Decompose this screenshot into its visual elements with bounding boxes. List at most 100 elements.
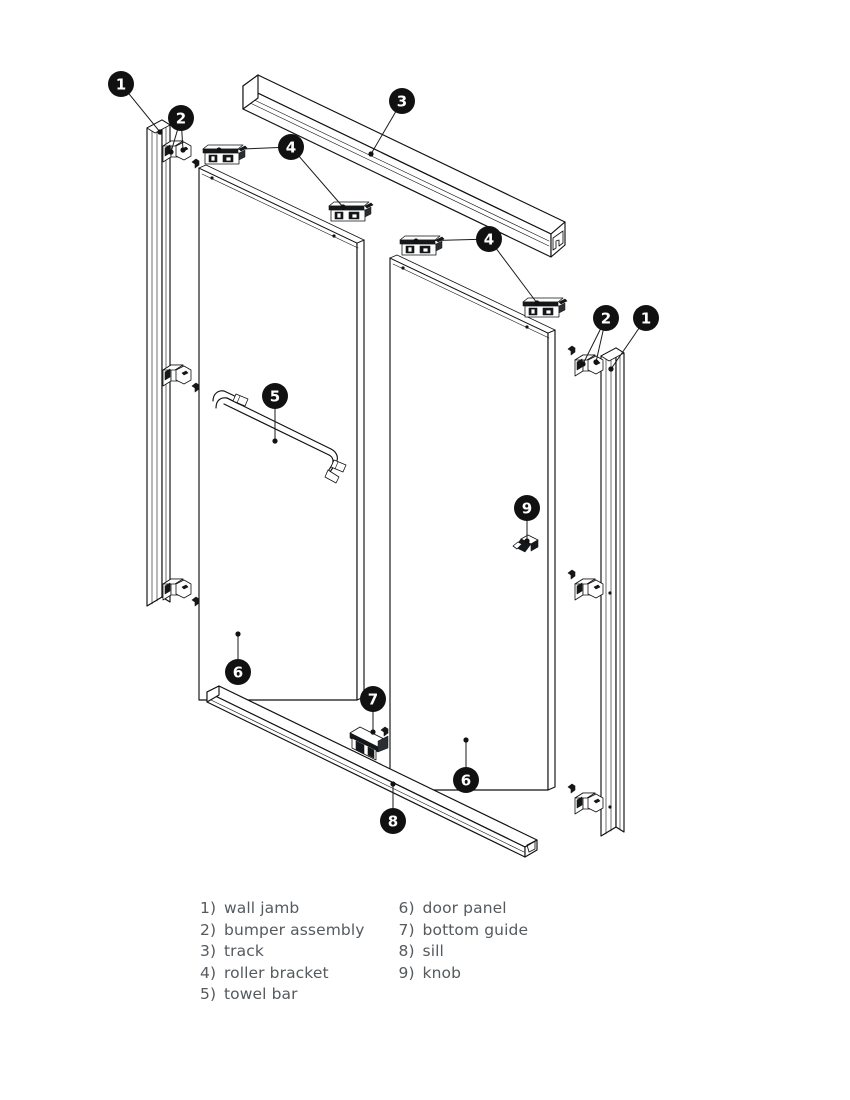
legend-number-9: 9) — [398, 963, 415, 982]
callout-2-right-leader-dot-2 — [593, 359, 599, 365]
part-bumper-assembly-right-bottom — [567, 783, 604, 815]
callout-6-right-disc — [453, 767, 479, 793]
callout-5: 5 — [262, 383, 288, 444]
legend-label-8: sill — [422, 942, 444, 960]
callout-1-right-leader-1 — [610, 327, 640, 370]
callout-4-left-leader-dot-2 — [340, 204, 346, 210]
part-roller-bracket-right-1 — [399, 235, 445, 256]
callout-2-right-disc — [593, 305, 619, 331]
callout-1-right-number: 1 — [641, 310, 651, 328]
callout-layer: 1 2 3 44 5 9 2 1 6 7 6 8 — [108, 71, 659, 834]
callout-7: 7 — [360, 686, 386, 735]
callout-2-right-number: 2 — [601, 310, 611, 328]
callout-3-leader-1 — [370, 110, 397, 155]
callout-3: 3 — [368, 88, 415, 157]
legend-item-7: 7) bottom guide — [399, 920, 529, 942]
callout-1-left-leader-1 — [128, 92, 161, 133]
legend-number-2: 2) — [200, 920, 217, 939]
callout-2-left: 2 — [168, 105, 194, 155]
callout-4-right-leader-1 — [415, 238, 478, 242]
part-roller-bracket-right-2 — [522, 297, 568, 318]
callout-6-left: 6 — [225, 631, 251, 685]
legend-number-7: 7) — [398, 920, 415, 939]
legend-number-3: 3) — [200, 942, 217, 960]
callout-1-right-disc — [633, 305, 659, 331]
callout-1-right: 1 — [608, 305, 659, 372]
callout-2-left-leader-dot-2 — [180, 147, 186, 153]
callout-4-right-leader-dot-2 — [534, 300, 540, 306]
callout-7-disc — [360, 686, 386, 712]
legend-label-3: track — [224, 942, 264, 960]
legend-column-left: 1) wall jamb 2) bumper assembly 3) track… — [200, 898, 365, 1006]
callout-2-left-leader-1 — [170, 129, 179, 153]
callout-4-left-leader-1 — [218, 146, 280, 151]
callout-6-right: 6 — [453, 737, 479, 793]
part-roller-bracket-left-2 — [328, 201, 374, 222]
callout-2-left-leader-2 — [181, 129, 184, 151]
legend-label-2: bumper assembly — [224, 920, 365, 939]
legend-number-6: 6) — [398, 899, 415, 917]
part-bumper-assembly-left-bottom — [162, 578, 200, 607]
legend-item-6: 6) door panel — [399, 898, 529, 920]
callout-9-disc — [514, 495, 540, 521]
legend-number-8: 8) — [398, 942, 415, 960]
legend-item-4: 4) roller bracket — [200, 963, 365, 985]
callout-4-right-leader-dot-1 — [413, 238, 419, 244]
callout-4-left: 4 — [216, 134, 346, 210]
callout-2-left-leader-dot-1 — [168, 149, 174, 155]
legend-label-4: roller bracket — [224, 963, 329, 982]
legend-label-1: wall jamb — [224, 899, 300, 917]
legend-item-2: 2) bumper assembly — [200, 920, 365, 942]
callout-1-left-disc — [108, 71, 134, 97]
callout-7-number: 7 — [368, 691, 378, 709]
legend-column-right: 6) door panel 7) bottom guide 8) sill 9)… — [399, 898, 529, 1006]
legend-item-1: 1) wall jamb — [200, 898, 365, 920]
callout-9-number: 9 — [522, 500, 532, 518]
callout-3-disc — [389, 88, 415, 114]
callout-6-right-leader-dot-1 — [463, 737, 469, 743]
legend-number-1: 1) — [200, 899, 217, 917]
callout-2-right: 2 — [580, 305, 619, 367]
callout-8-number: 8 — [388, 813, 398, 831]
part-roller-bracket-left-1 — [202, 144, 248, 165]
part-towel-bar — [212, 390, 347, 484]
callout-1-left-leader-dot-1 — [157, 129, 163, 135]
part-bumper-assembly-right-middle — [567, 569, 604, 601]
legend-label-5: towel bar — [224, 985, 298, 1003]
callout-8: 8 — [380, 781, 406, 834]
callout-2-right-leader-2 — [595, 329, 604, 363]
legend-item-5: 5) towel bar — [200, 984, 365, 1006]
callout-6-right-number: 6 — [461, 772, 471, 790]
legend-label-7: bottom guide — [422, 920, 529, 939]
callout-2-right-leader-dot-1 — [580, 361, 586, 367]
legend-item-3: 3) track — [200, 941, 365, 963]
callout-4-left-leader-dot-1 — [216, 147, 222, 153]
callout-4-left-leader-2 — [298, 155, 344, 208]
callout-3-leader-dot-1 — [368, 151, 374, 157]
legend-label-9: knob — [422, 963, 462, 982]
callout-4-right-leader-2 — [495, 248, 538, 304]
callout-6-left-leader-dot-1 — [235, 631, 241, 637]
callout-1-left: 1 — [108, 71, 163, 135]
callout-8-leader-dot-1 — [390, 781, 396, 787]
part-bottom-guide — [349, 726, 389, 761]
part-sill — [206, 685, 538, 858]
callout-3-number: 3 — [397, 93, 407, 111]
part-wall-jamb-left — [146, 119, 171, 607]
part-wall-jamb-right — [600, 347, 625, 837]
callout-6-left-number: 6 — [233, 664, 243, 682]
callout-4-right-disc — [476, 226, 502, 252]
callout-4-right: 4 — [413, 226, 540, 306]
legend-number-4: 4) — [200, 963, 217, 982]
part-track — [242, 74, 566, 258]
part-door-panel-right — [389, 254, 556, 791]
legend-label-6: door panel — [422, 899, 507, 917]
callout-1-left-number: 1 — [116, 76, 126, 94]
callout-2-left-number: 2 — [176, 110, 186, 128]
callout-2-right-leader-1 — [582, 328, 602, 365]
callout-8-disc — [380, 808, 406, 834]
callout-4-left-disc — [278, 134, 304, 160]
callout-9-leader-dot-1 — [524, 538, 530, 544]
legend-number-5: 5) — [200, 985, 217, 1003]
